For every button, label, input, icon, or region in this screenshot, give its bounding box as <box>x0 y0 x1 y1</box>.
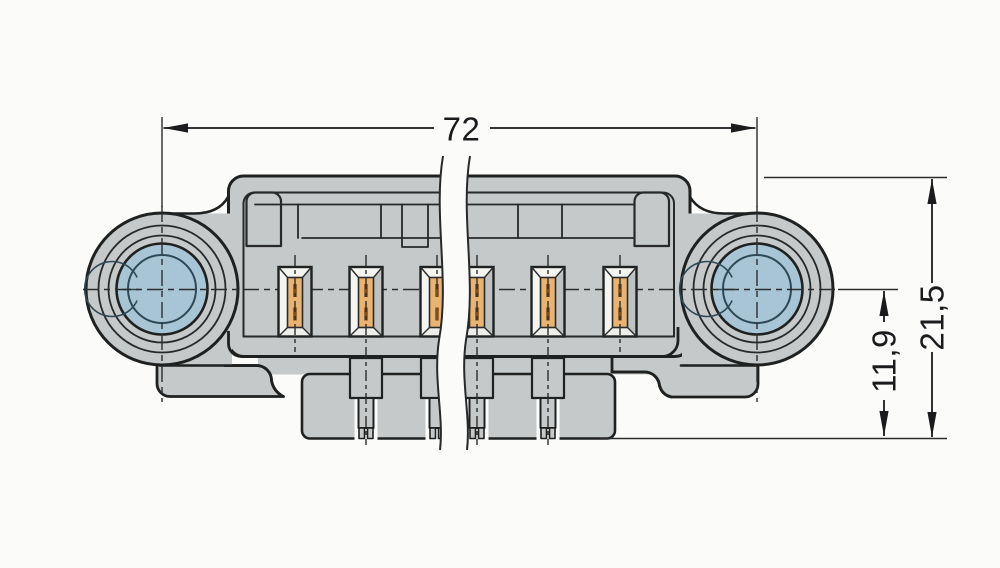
arrow-right-icon <box>731 123 756 133</box>
rail-corners <box>227 327 680 358</box>
arrow-up-icon <box>879 291 889 316</box>
dimension-height-total-label: 21,5 <box>914 284 951 350</box>
gap-left <box>273 374 300 399</box>
arrow-down-icon <box>879 411 889 436</box>
arrow-down-icon <box>927 412 937 437</box>
gap-right <box>616 374 669 399</box>
dimension-width-label: 72 <box>443 111 481 148</box>
left-foot-step-line <box>223 364 285 398</box>
arrow-left-icon <box>163 123 188 133</box>
dimension-width: 72 <box>161 111 758 207</box>
right-foot-step-line <box>610 370 673 399</box>
pin-center-lines <box>294 255 621 445</box>
break-line <box>436 155 471 451</box>
dimension-height-total: 21,5 <box>764 176 951 437</box>
arrow-up-icon <box>927 179 937 204</box>
dimension-height-partial-label: 11,9 <box>866 329 903 393</box>
dimension-height-partial: 11,9 <box>600 288 947 440</box>
